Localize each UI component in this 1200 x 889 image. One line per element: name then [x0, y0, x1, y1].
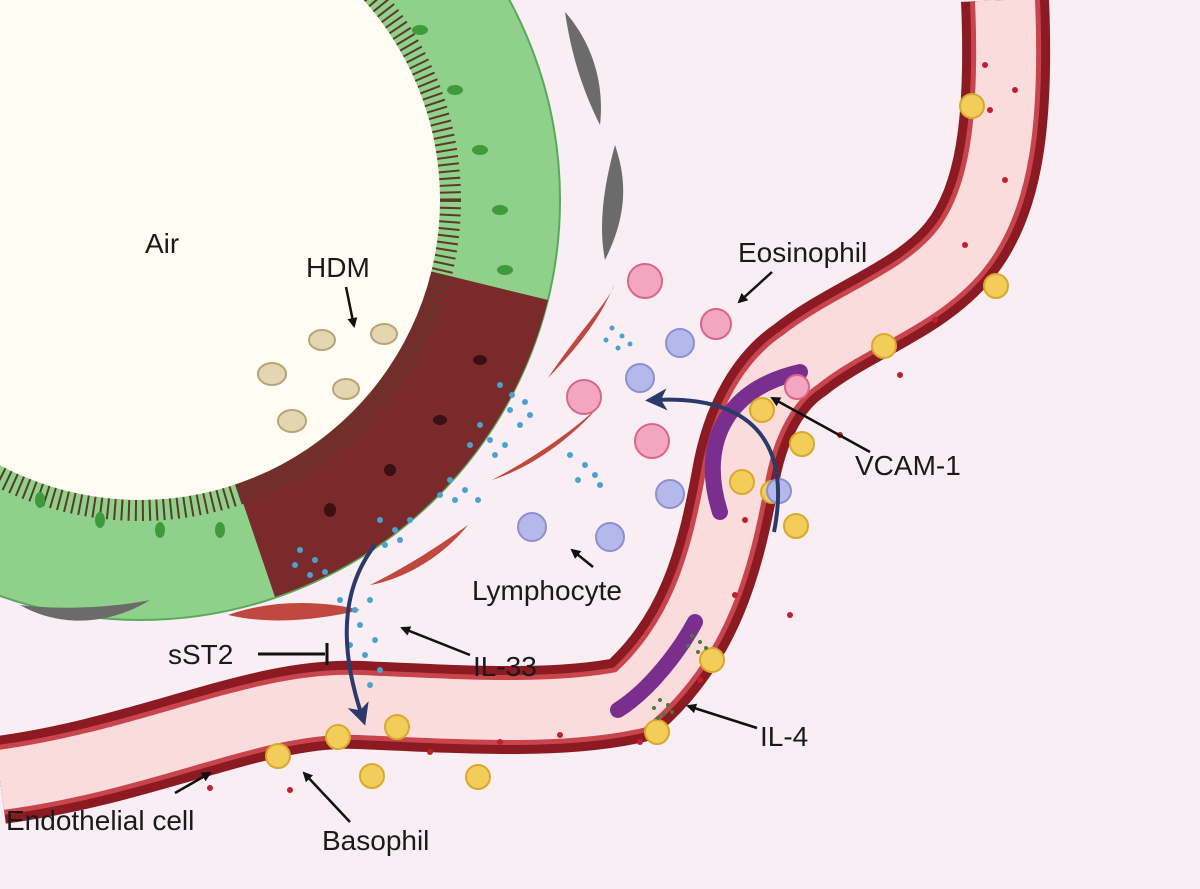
hdm-arrow: [344, 286, 358, 328]
vcam1-patch-upper: [704, 364, 808, 520]
eosinophil-arrow: [737, 271, 773, 304]
cilia-ring: [0, 0, 461, 521]
air-lumen: [0, 0, 440, 500]
airway: [0, 0, 561, 621]
il4-arrow: [686, 703, 758, 730]
blood-specks: [207, 62, 1018, 793]
label-vcam1: VCAM-1: [855, 450, 961, 481]
vcam1-patch-lower: [610, 614, 703, 718]
il33-arrow: [400, 626, 471, 657]
label-basophil: Basophil: [322, 825, 429, 856]
label-hdm: HDM: [306, 252, 370, 283]
label-lymphocyte: Lymphocyte: [472, 575, 622, 606]
pointer-arrows: [174, 271, 871, 823]
epithelial-nuclei: [35, 25, 513, 538]
label-eosinophil: Eosinophil: [738, 237, 867, 268]
sst2-inhibition: [258, 643, 329, 665]
label-air: Air: [145, 228, 179, 259]
house-dust-mites: [257, 323, 398, 433]
basophil-arrow: [302, 771, 351, 823]
label-il33: IL-33: [473, 651, 537, 682]
endothelial-cell-arrow: [174, 771, 212, 795]
label-il4: IL-4: [760, 721, 808, 752]
il33-flow-arrow: [344, 543, 377, 726]
il4-dots: [652, 634, 708, 720]
label-sst2: sST2: [168, 639, 233, 670]
transmigration-arrow: [645, 388, 780, 533]
label-endothelial-cell: Endothelial cell: [6, 805, 194, 836]
fibroblasts: [228, 285, 614, 621]
blood-vessel: [0, 0, 1051, 824]
eosinophils: [566, 263, 810, 459]
dark-spindle-cells: [20, 12, 624, 621]
vessel-lumen: [0, 0, 1037, 810]
basophils: [265, 93, 1009, 790]
lymphocyte-arrow: [570, 548, 594, 568]
vcam1-arrow: [770, 396, 871, 454]
damaged-nuclei: [324, 355, 487, 517]
